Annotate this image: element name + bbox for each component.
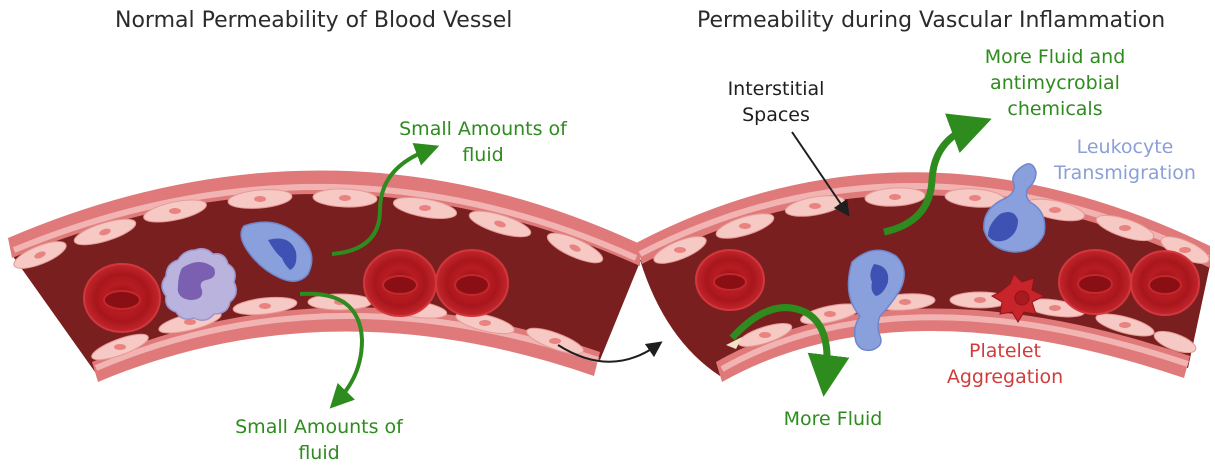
transmigrating-leukocyte [984,164,1045,252]
more-fluid-bottom-label: More Fluid [778,406,888,432]
more-fluid-line1: More Fluid and [970,44,1140,70]
red-blood-cell [696,250,764,310]
interstitial-line2: Spaces [716,102,836,128]
left-top-fluid-line1: Small Amounts of [398,116,568,142]
platelet-line2: Aggregation [935,364,1075,390]
more-fluid-line3: chemicals [970,96,1140,122]
leukocyte-transmigration-label: Leukocyte Transmigration [1050,134,1200,186]
more-fluid-line2: antimycrobial [970,70,1140,96]
left-bottom-fluid-label: Small Amounts of fluid [234,414,404,466]
left-top-fluid-label: Small Amounts of fluid [398,116,568,168]
red-blood-cell [1131,251,1199,315]
interstitial-line1: Interstitial [716,76,836,102]
platelet-line1: Platelet [935,338,1075,364]
red-blood-cell [84,264,160,332]
left-panel-title: Normal Permeability of Blood Vessel [115,8,512,33]
leukocyte-line2: Transmigration [1050,160,1200,186]
left-bottom-fluid-line1: Small Amounts of [234,414,404,440]
leukocyte-line1: Leukocyte [1050,134,1200,160]
interstitial-spaces-label: Interstitial Spaces [716,76,836,128]
red-blood-cell [364,250,436,316]
normal-vessel [8,150,640,400]
red-blood-cell [1059,250,1131,314]
left-top-fluid-line2: fluid [398,142,568,168]
left-bottom-fluid-line2: fluid [234,440,404,466]
red-blood-cell [436,250,508,316]
platelet-aggregation-label: Platelet Aggregation [935,338,1075,390]
more-fluid-chemicals-label: More Fluid and antimycrobial chemicals [970,44,1140,122]
right-panel-title: Permeability during Vascular Inflammatio… [697,8,1165,33]
